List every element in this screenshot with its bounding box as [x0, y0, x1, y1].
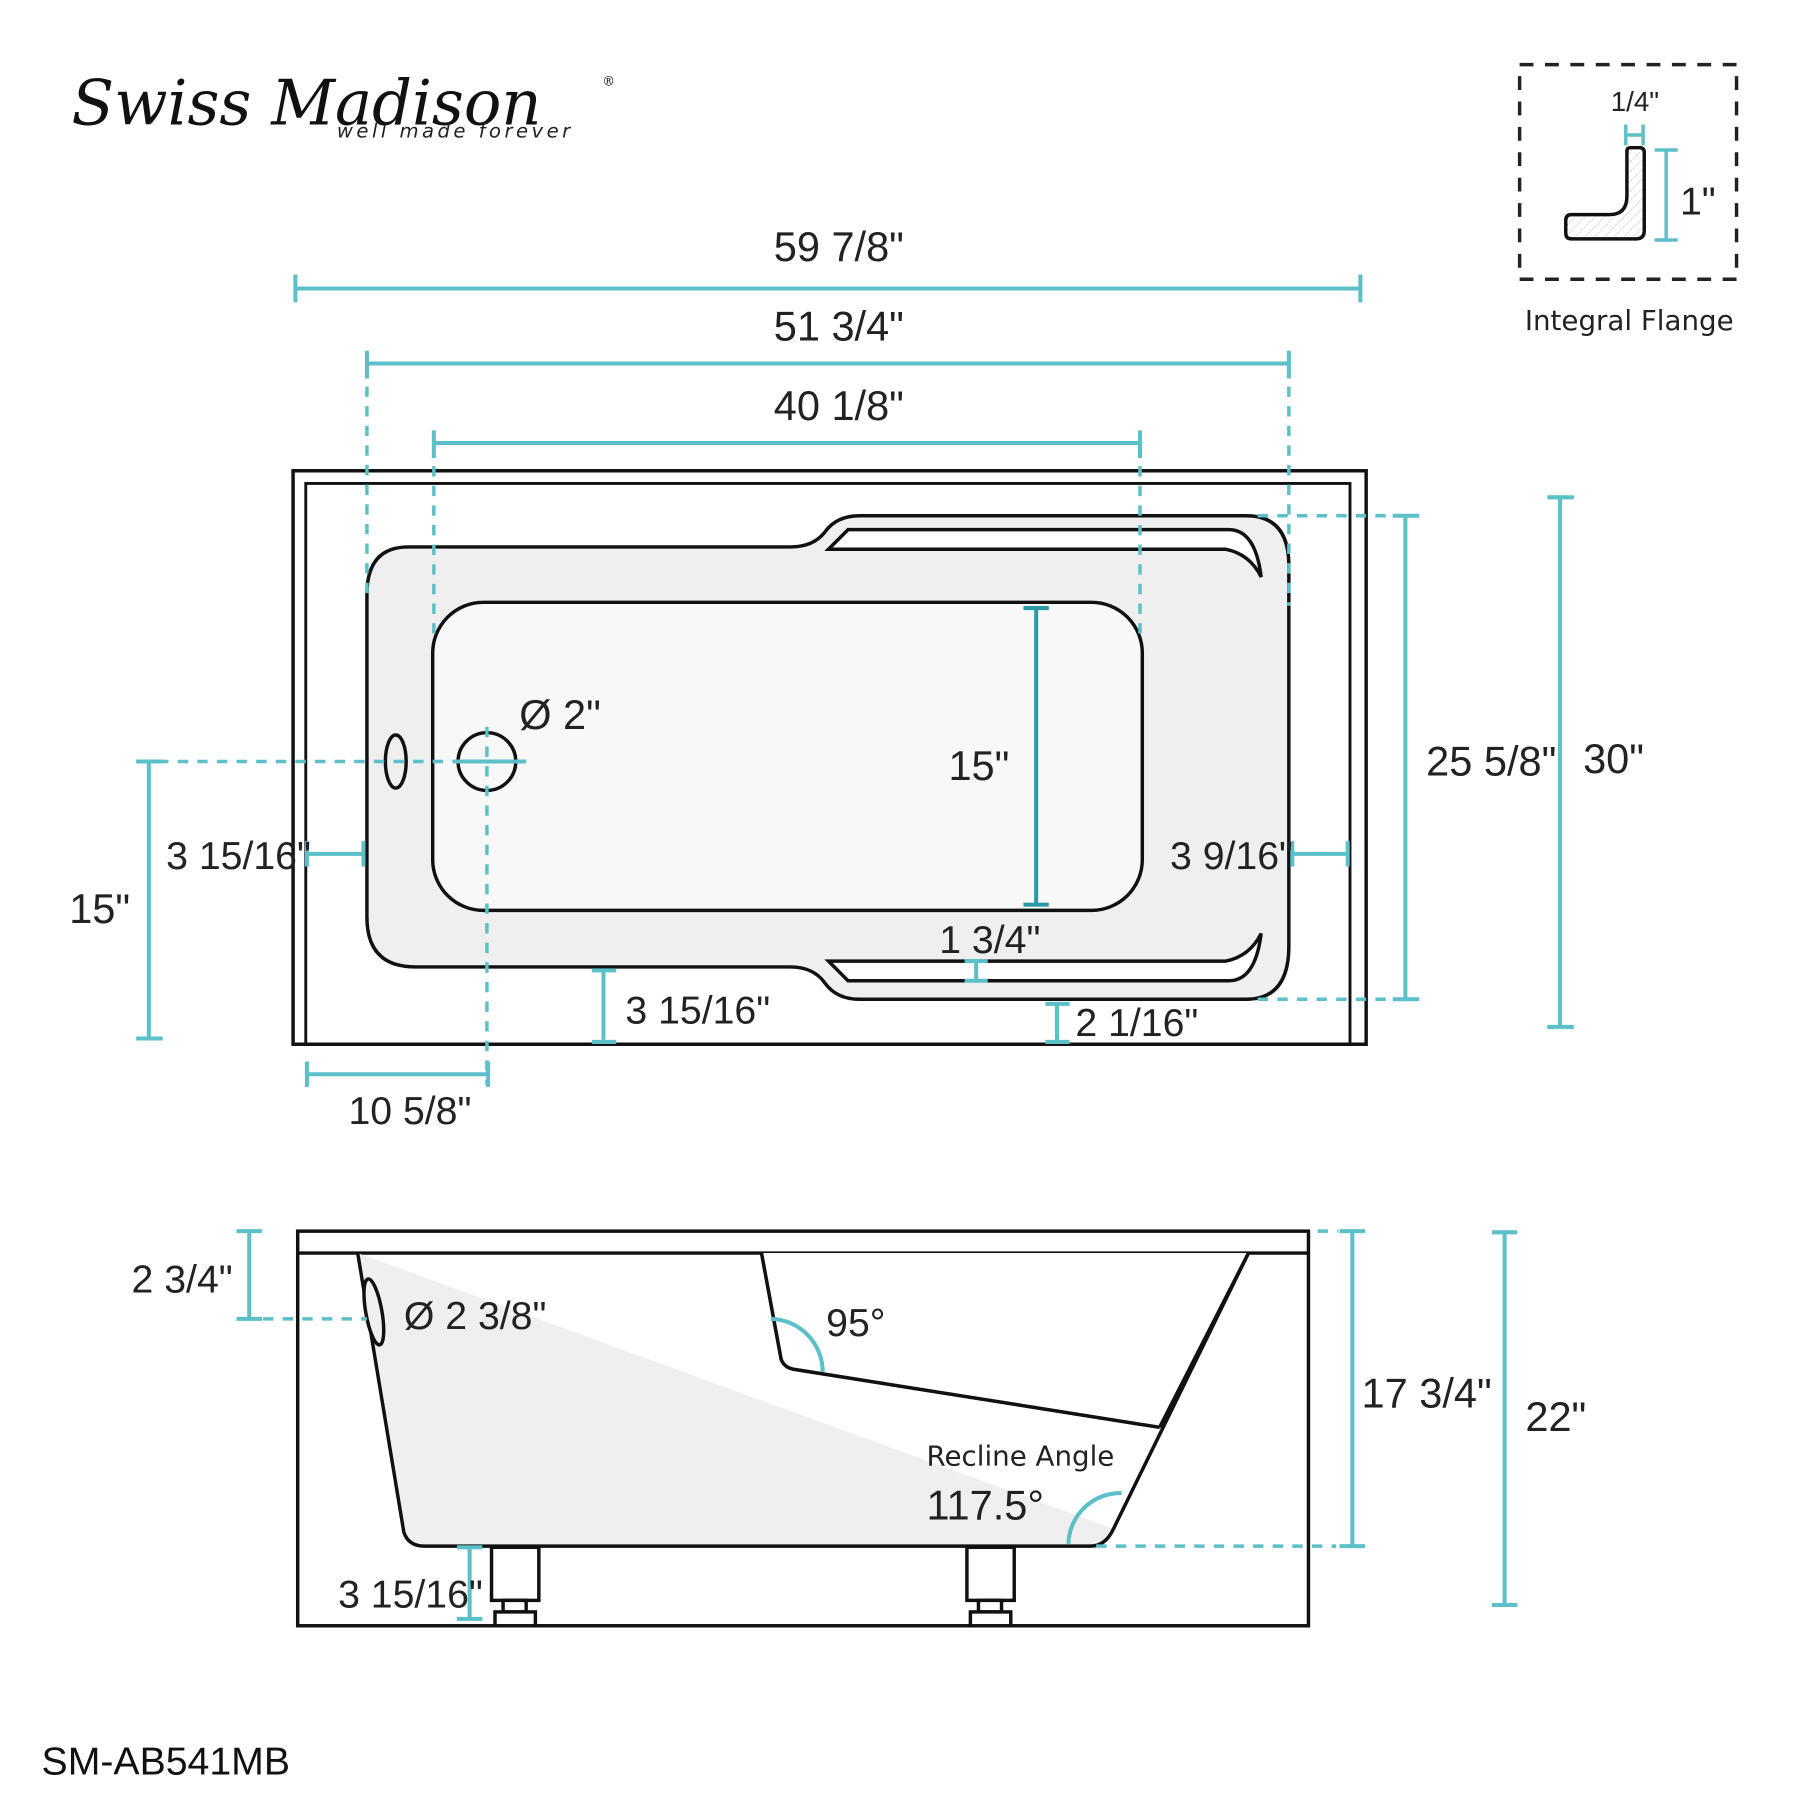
brand-name: Swiss Madison	[72, 67, 542, 140]
left-gap-label: 3 15/16"	[166, 834, 311, 878]
basin-width-label: 15"	[948, 742, 1009, 789]
flange-thickness-dim	[1624, 124, 1645, 146]
armrest-bottom	[824, 932, 1263, 983]
armrest-gap-label: 1 3/4"	[939, 918, 1040, 962]
drain-diameter-label: Ø 2"	[519, 691, 601, 738]
tub-basin	[430, 600, 1145, 913]
right-gap-label: 3 9/16"	[1170, 834, 1293, 878]
brand-logo: Swiss Madison ® well made forever	[72, 67, 615, 143]
overflow-diameter-label: Ø 2 3/8"	[404, 1294, 547, 1338]
tub-profile	[355, 1252, 1251, 1548]
flange-thickness-label: 1/4"	[1611, 86, 1659, 117]
foot-height-label: 3 15/16"	[338, 1572, 483, 1616]
drain-from-wall-label: 15"	[69, 885, 130, 932]
basin-length-label: 40 1/8"	[774, 382, 904, 429]
drain-from-end-label: 10 5/8"	[348, 1089, 471, 1133]
rim-length-label: 51 3/4"	[774, 302, 904, 349]
overflow-side	[362, 1277, 386, 1347]
interior-depth-label: 17 3/4"	[1362, 1370, 1492, 1417]
overall-height-label: 22"	[1525, 1393, 1586, 1440]
side-view: 2 3/4" Ø 2 3/8" 95° Recline Angle 117.5°…	[132, 1229, 1586, 1628]
backrest-angle-label: 95°	[826, 1301, 885, 1345]
overall-width-label: 30"	[1583, 735, 1644, 782]
front-gap-right-label: 2 1/16"	[1075, 1001, 1198, 1045]
rim-width-label: 25 5/8"	[1426, 737, 1556, 784]
front-gap-left-label: 3 15/16"	[625, 988, 770, 1032]
overflow-drop-label: 2 3/4"	[132, 1257, 233, 1301]
top-view: 59 7/8" 51 3/4" 40 1/8" 25 5/8" 30" 15" …	[69, 223, 1644, 1133]
model-number: SM-AB541MB	[42, 1740, 290, 1784]
armrest-top	[824, 527, 1263, 578]
brand-tagline: well made forever	[337, 119, 574, 142]
flange-title: Integral Flange	[1525, 304, 1734, 337]
registered-mark: ®	[602, 73, 615, 88]
flange-height-label: 1"	[1680, 180, 1716, 224]
recline-angle-label: 117.5°	[927, 1482, 1044, 1529]
flange-height-dim	[1654, 148, 1678, 242]
recline-label: Recline Angle	[927, 1439, 1115, 1472]
foot-left	[489, 1545, 541, 1628]
foot-right	[965, 1545, 1016, 1628]
overall-length-label: 59 7/8"	[774, 223, 904, 270]
flange-detail: 1/4" 1" Integral Flange	[1517, 62, 1739, 337]
